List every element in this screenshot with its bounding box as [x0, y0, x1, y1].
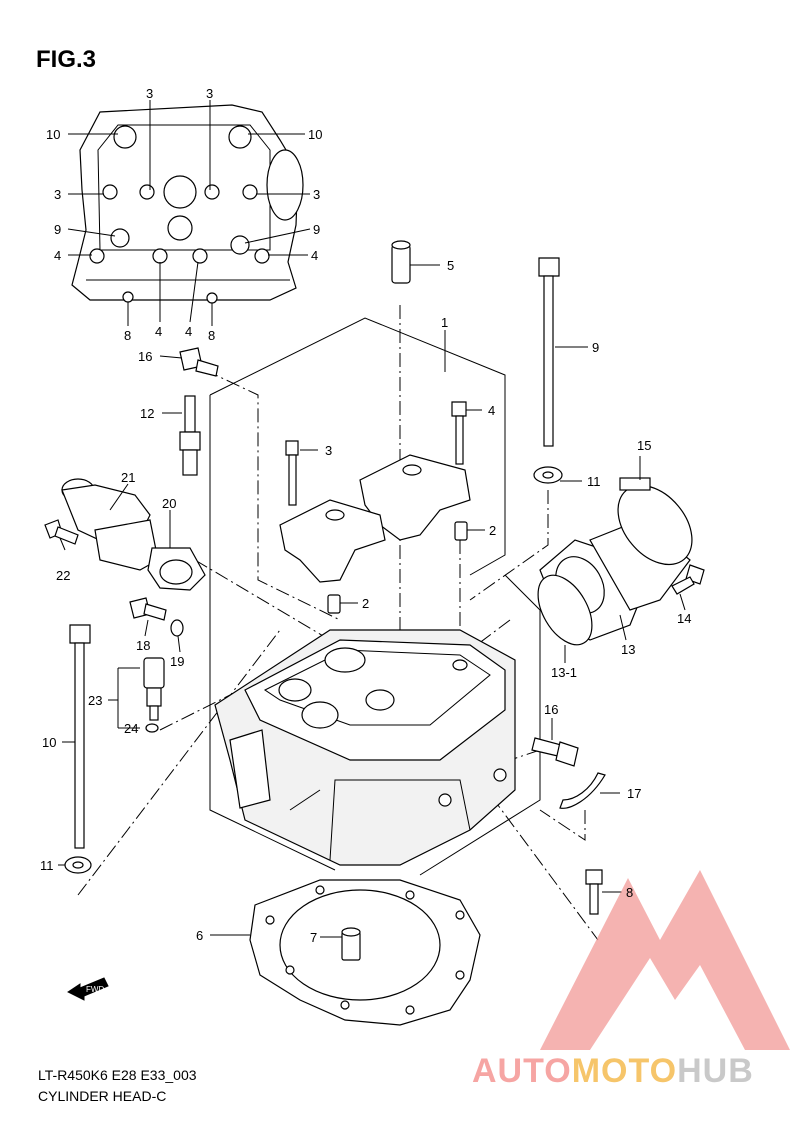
callout-4a: 4	[155, 324, 162, 339]
callout-20: 20	[162, 496, 176, 511]
thermostat	[147, 547, 206, 591]
callout-17: 17	[627, 786, 641, 801]
bolt-3	[285, 440, 299, 506]
callout-8a: 8	[124, 328, 131, 343]
top-view-leader-lines	[67, 100, 311, 326]
watermark-logo	[540, 870, 790, 1050]
model-code: LT-R450K6 E28 E33_003	[38, 1067, 197, 1083]
callout-labels: 3 3 10 10 3 3 9 9 4 4 8 4 4 8 5 1 9 16 1…	[40, 86, 691, 945]
callout-8b: 8	[208, 328, 215, 343]
bolt-16-right	[531, 737, 579, 767]
callout-3-right: 3	[313, 187, 320, 202]
callout-4b: 4	[185, 324, 192, 339]
callout-22: 22	[56, 568, 70, 583]
brand-part-moto: MOTO	[571, 1052, 678, 1090]
callout-10: 10	[42, 735, 56, 750]
callout-4-left: 4	[54, 248, 61, 263]
callout-24: 24	[124, 721, 138, 736]
watermark-brand: AUTOMOTOHUB	[472, 1052, 754, 1091]
callout-19: 19	[170, 654, 184, 669]
callout-3-left: 3	[54, 187, 61, 202]
cylinder-head	[214, 629, 516, 866]
cylinder-head-gasket	[249, 879, 481, 1026]
callout-11: 11	[40, 858, 54, 873]
stud-bolt-9	[538, 257, 560, 447]
main-leader-lines	[58, 264, 686, 938]
callout-10-right: 10	[308, 127, 322, 142]
callout-4-right: 4	[311, 248, 318, 263]
callout-2a: 2	[489, 523, 496, 538]
stud-bolt-10	[69, 624, 91, 849]
clamp-15	[617, 477, 693, 566]
callout-18: 18	[136, 638, 150, 653]
dowel-pin	[341, 927, 361, 961]
forward-arrow-icon: FWD	[67, 977, 109, 1001]
callout-13-1: 13-1	[551, 665, 577, 680]
bolt-18	[129, 597, 167, 621]
brand-part-hub: HUB	[677, 1052, 754, 1090]
callout-1: 1	[441, 315, 448, 330]
callout-7: 7	[310, 930, 317, 945]
callout-13: 13	[621, 642, 635, 657]
cylinder-head-top-view	[71, 104, 304, 304]
figure-title: FIG.3	[36, 46, 97, 73]
gasket-19	[170, 619, 184, 637]
callout-12: 12	[140, 406, 154, 421]
callout-16: 16	[138, 349, 152, 364]
o-ring-24	[145, 723, 159, 733]
camshaft-holders	[279, 454, 471, 583]
spark-plug	[179, 395, 201, 476]
diagram-name: CYLINDER HEAD-C	[38, 1088, 167, 1104]
callout-14: 14	[677, 611, 691, 626]
callout-9: 9	[592, 340, 599, 355]
tappet-5	[391, 240, 411, 284]
callout-2b: 2	[362, 596, 369, 611]
callout-9-right: 9	[313, 222, 320, 237]
bolt-22	[44, 519, 79, 545]
o-ring-13-1	[537, 574, 593, 646]
fwd-label: FWD	[86, 985, 104, 994]
callout-15: 15	[637, 438, 651, 453]
washer-11-right	[533, 466, 563, 484]
callout-21: 21	[121, 470, 135, 485]
callout-3-mid: 3	[325, 443, 332, 458]
washer-11-left	[64, 856, 92, 874]
callout-3a: 3	[146, 86, 153, 101]
callout-3b: 3	[206, 86, 213, 101]
callout-11-right: 11	[587, 474, 601, 489]
callout-6: 6	[196, 928, 203, 943]
bolt-8	[585, 869, 603, 915]
callout-16b: 16	[544, 702, 558, 717]
callout-10-left: 10	[46, 127, 60, 142]
callout-9-left: 9	[54, 222, 61, 237]
callout-4-mid: 4	[488, 403, 495, 418]
callout-8: 8	[626, 885, 633, 900]
temperature-sensor	[143, 657, 165, 721]
bolt-14	[671, 564, 705, 595]
callout-23: 23	[88, 693, 102, 708]
bolt-4	[451, 401, 467, 465]
clip-17	[559, 772, 606, 809]
assembly-envelope	[209, 317, 541, 876]
brand-part-auto: AUTO	[472, 1052, 572, 1090]
bolt-16-top	[179, 347, 219, 377]
callout-5: 5	[447, 258, 454, 273]
dowel-pins-2	[327, 521, 468, 614]
water-outlet	[61, 478, 159, 571]
